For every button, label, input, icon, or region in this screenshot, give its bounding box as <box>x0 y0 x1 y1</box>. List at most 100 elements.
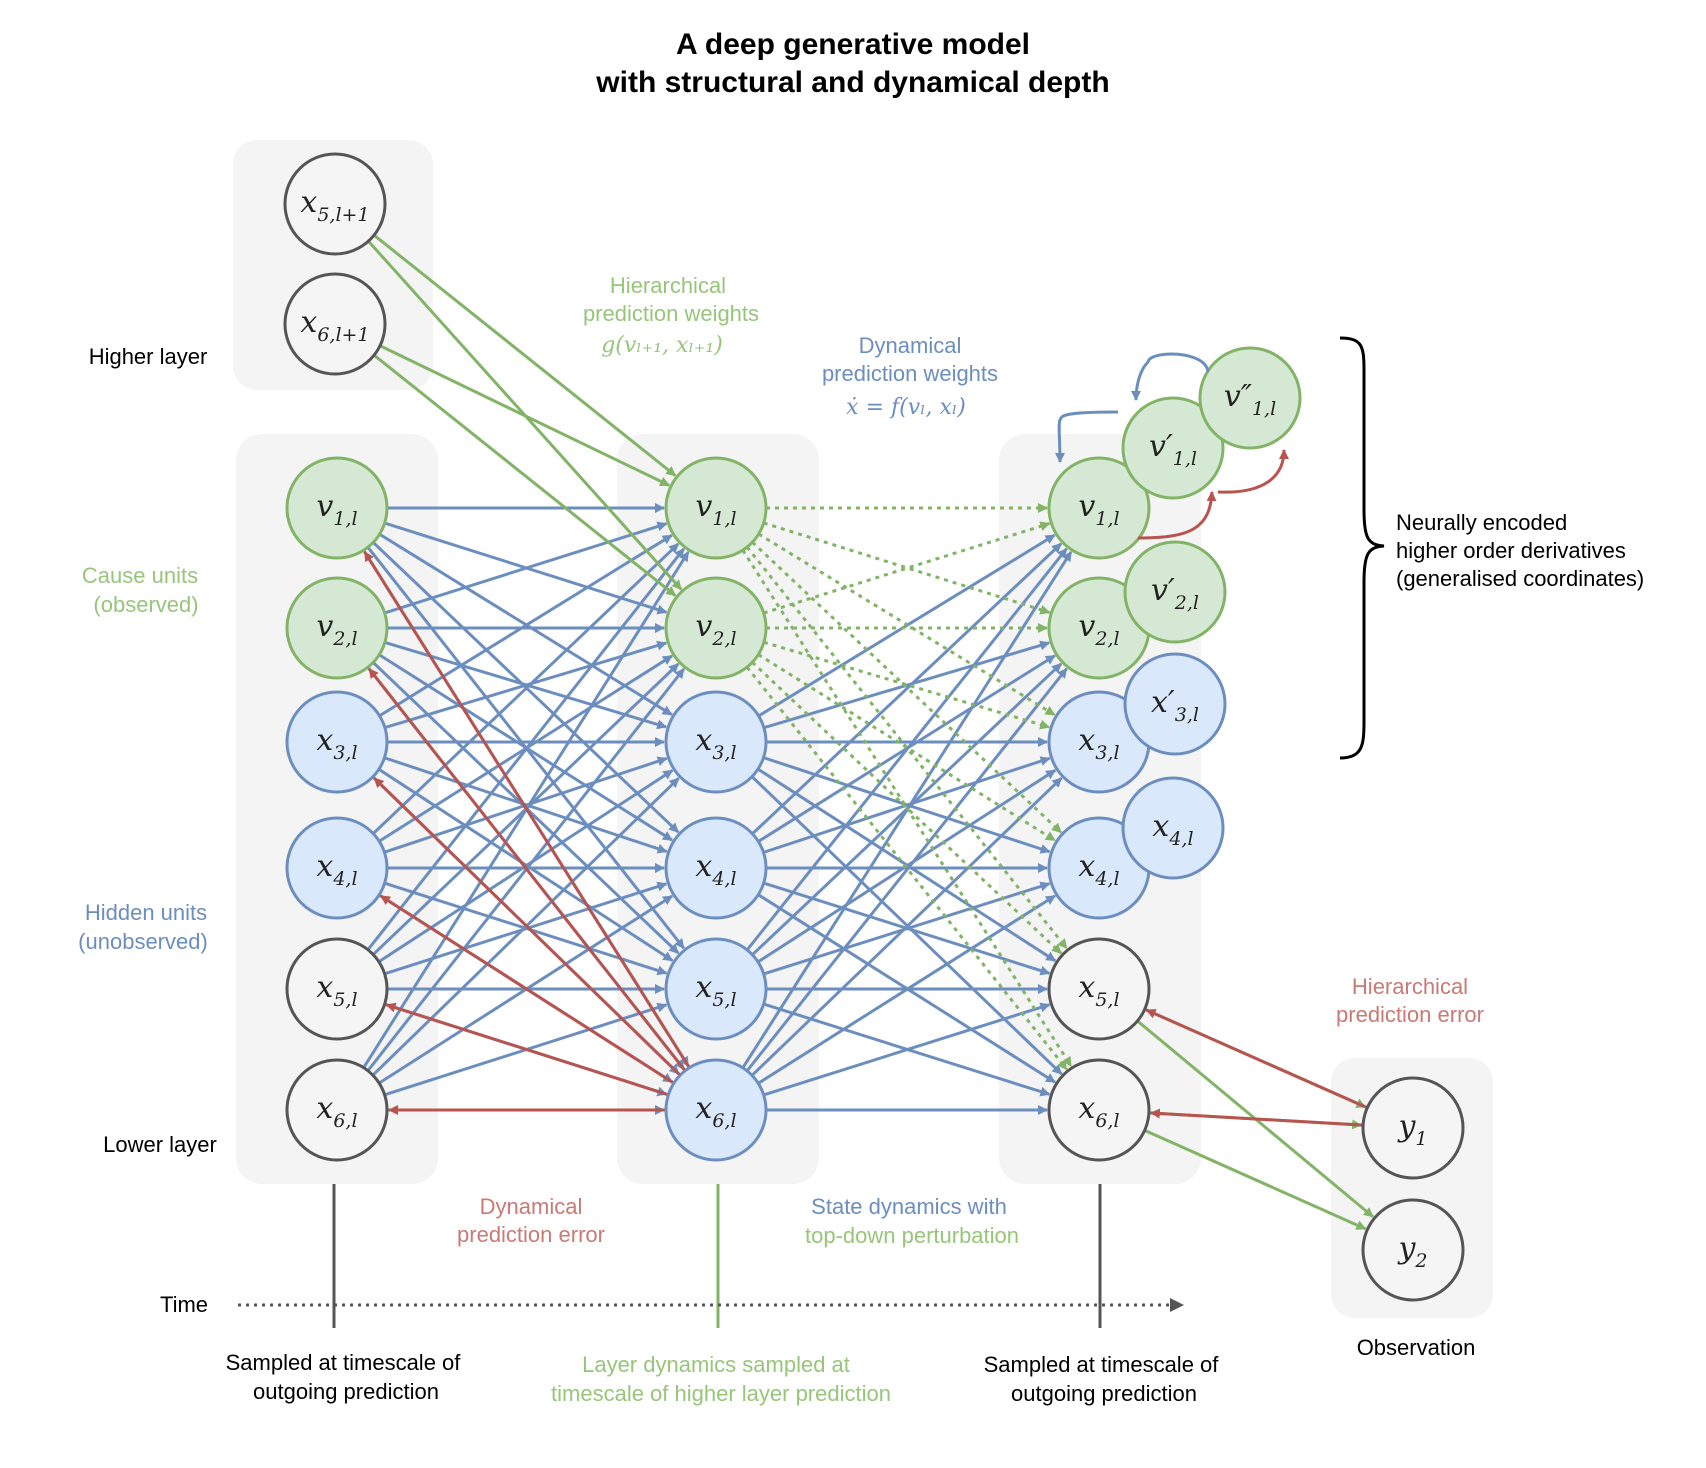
dprime-to-prime-arrow <box>1131 352 1210 401</box>
node-label: y2 <box>1396 1231 1427 1272</box>
hier-weights-label-1: Hierarchical <box>610 273 726 298</box>
v1-to-prime-error-arrow <box>1137 491 1217 540</box>
observation-label: Observation <box>1357 1335 1476 1360</box>
node-R-v1: v1,l <box>1047 456 1151 560</box>
node-label: v1,l <box>316 489 357 530</box>
node-circle <box>1198 346 1302 450</box>
node-label: y1 <box>1396 1109 1427 1150</box>
node-label: x3,l <box>1078 723 1119 764</box>
dyn-error-label-1: Dynamical <box>480 1194 583 1219</box>
node-L-x3: x3,l <box>285 690 389 794</box>
edge-L-x4-to-M-v1 <box>372 542 680 835</box>
node-circle <box>285 690 389 794</box>
edge-y1-to-R-x6 <box>1149 1108 1364 1127</box>
cause-units-label-1: Cause units <box>82 563 198 588</box>
sampled-left-label-2: outgoing prediction <box>253 1379 439 1404</box>
sampled-right-label-2: outgoing prediction <box>1011 1381 1197 1406</box>
edge-M-v1-to-R-x3 <box>757 532 1056 717</box>
node-circle <box>664 690 768 794</box>
node-x5_higher: x5,l+1 <box>283 152 387 256</box>
node-circle <box>285 937 389 1041</box>
node-label: x4,l <box>1078 849 1119 890</box>
cause-units-label-2: (observed) <box>93 592 198 617</box>
edge-M-x4-to-R-v1 <box>751 542 1063 835</box>
node-label: x6,l+1 <box>300 305 369 346</box>
sampled-right-label-1: Sampled at timescale of <box>984 1352 1220 1377</box>
title-line-1: A deep generative model <box>676 28 1030 61</box>
node-M-v1: v1,l <box>664 456 768 560</box>
node-y1: y1 <box>1361 1076 1465 1180</box>
node-L-x4: x4,l <box>285 816 389 920</box>
edge-y1-to-R-x5 <box>1145 1008 1368 1110</box>
node-label: v1,l <box>695 489 736 530</box>
node-circle <box>1361 1076 1465 1180</box>
node-circle <box>1121 776 1225 880</box>
edge-x6_higher-to-M-v2 <box>373 354 677 597</box>
node-R-x5: x5,l <box>1047 937 1151 1041</box>
node-y2: y2 <box>1361 1198 1465 1302</box>
edge-x5_higher-to-M-v1 <box>373 234 677 477</box>
node-R-x3: x3,l <box>1047 690 1151 794</box>
node-label: v2,l <box>695 609 736 650</box>
state-dyn-label-1: State dynamics with <box>811 1194 1007 1219</box>
edge-M-v1-to-R-x6 <box>741 549 1073 1067</box>
node-label: v″1,l <box>1224 379 1276 420</box>
node-label: x3,l <box>695 723 736 764</box>
neural-label-1: Neurally encoded <box>1396 510 1567 535</box>
node-circle <box>1121 396 1225 500</box>
edge-M-v2-to-R-x4 <box>757 653 1056 842</box>
node-circle <box>1123 652 1227 756</box>
edge-M-x5-to-R-v1 <box>745 547 1068 951</box>
edge-M-x6-to-L-v1 <box>363 551 691 1069</box>
edge-M-x6-to-L-x5 <box>385 1002 669 1097</box>
node-circle <box>664 1058 768 1162</box>
neural-label-2: higher order derivatives <box>1396 538 1626 563</box>
node-circle <box>285 1058 389 1162</box>
node-circle <box>283 272 387 376</box>
title-line-2: with structural and dynamical depth <box>595 66 1109 99</box>
node-circle <box>1123 540 1227 644</box>
node-v1_dprime: v″1,l <box>1198 346 1302 450</box>
node-label: x6,l <box>316 1091 357 1132</box>
node-x6_higher: x6,l+1 <box>283 272 387 376</box>
state-dyn-label-2: top-down perturbation <box>805 1223 1019 1248</box>
dyn-weights-label-2: prediction weights <box>822 361 998 386</box>
node-M-v2: v2,l <box>664 576 768 680</box>
edge-R-x6-to-y2 <box>1144 1128 1367 1231</box>
layer-dyn-label-1: Layer dynamics sampled at <box>582 1352 850 1377</box>
node-x3_prime: x′3,l <box>1123 652 1227 756</box>
node-label: x6,l <box>1078 1091 1119 1132</box>
node-M-x3: x3,l <box>664 690 768 794</box>
edge-M-x6-to-R-x3 <box>751 776 1063 1077</box>
node-label: x4,l <box>316 849 357 890</box>
node-circle <box>1047 1058 1151 1162</box>
node-label: x5,l <box>1078 970 1119 1011</box>
hidden-units-label-2: (unobserved) <box>78 929 208 954</box>
node-L-v1: v1,l <box>285 456 389 560</box>
edge-L-v2-to-M-v1 <box>384 521 668 615</box>
node-v1_prime: v′1,l <box>1121 396 1225 500</box>
curly-brace <box>1339 336 1385 760</box>
hidden-units-label-1: Hidden units <box>85 900 207 925</box>
higher-layer-label: Higher layer <box>89 344 208 369</box>
node-label: x4,l <box>1152 809 1193 850</box>
edge-L-x5-to-M-v1 <box>366 547 685 951</box>
hier-error-label-2: prediction error <box>1336 1002 1484 1027</box>
edge-M-x6-to-R-x5 <box>763 1002 1051 1097</box>
node-M-x4: x4,l <box>664 816 768 920</box>
node-circle <box>664 576 768 680</box>
node-label: x′3,l <box>1151 685 1199 726</box>
node-M-x5: x5,l <box>664 937 768 1041</box>
node-label: v′2,l <box>1151 573 1199 614</box>
node-circle <box>664 816 768 920</box>
node-circle <box>285 456 389 560</box>
labels: Higher layer Lower layer Cause units (ob… <box>78 273 1644 1406</box>
node-L-x5: x5,l <box>285 937 389 1041</box>
edge-L-x3-to-M-v1 <box>378 534 673 718</box>
node-circle <box>285 816 389 920</box>
dyn-weights-formula: ẋ = f(vₗ, xₗ) <box>846 395 966 420</box>
node-label: x3,l <box>316 723 357 764</box>
node-R-x6: x6,l <box>1047 1058 1151 1162</box>
node-label: v′1,l <box>1149 429 1197 470</box>
timeline <box>238 1184 1184 1328</box>
